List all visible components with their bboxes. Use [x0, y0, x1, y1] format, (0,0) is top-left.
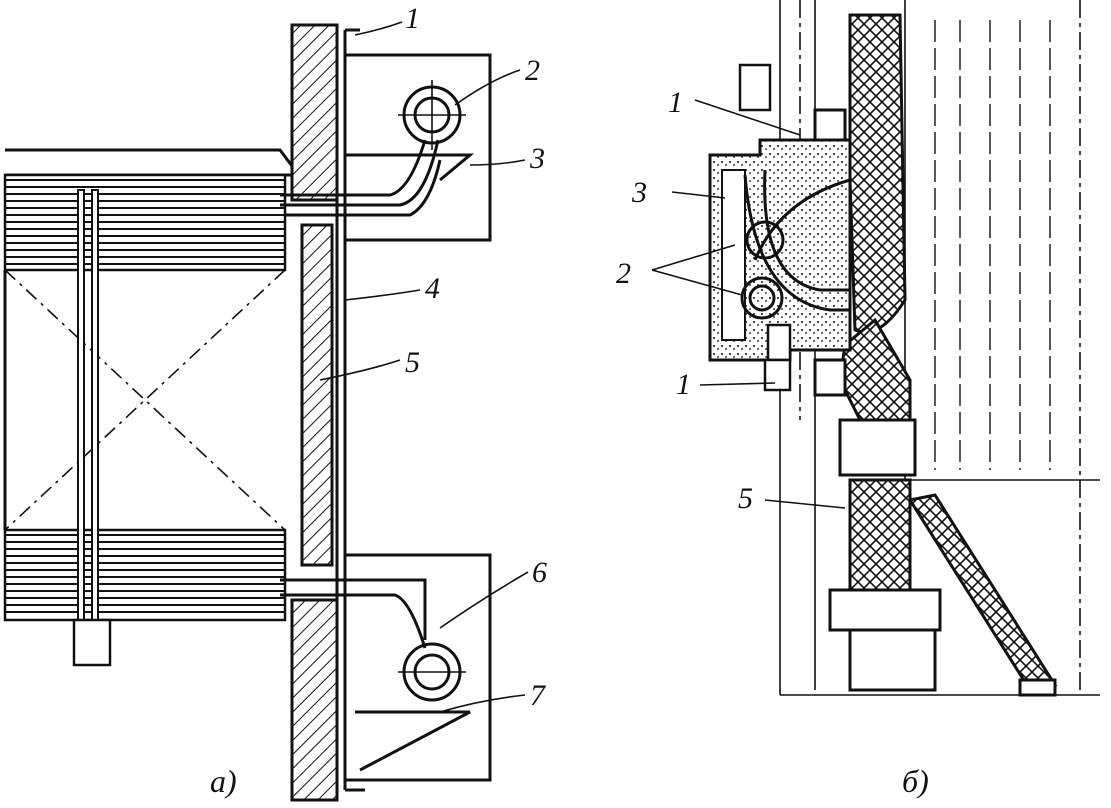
core-laminations: [5, 179, 285, 265]
upper-header-box: [280, 53, 492, 242]
caption-a: а): [210, 763, 237, 799]
leaders-a: [319, 21, 529, 713]
label-b-1-top: 1: [668, 86, 683, 119]
label-b-2: 2: [616, 257, 631, 290]
stator-core: [3, 148, 297, 667]
frame-wall: [290, 23, 365, 802]
label-a-2: 2: [525, 54, 540, 87]
insulation-b: [838, 13, 1058, 692]
label-a-1: 1: [405, 2, 420, 35]
blocks-b: [813, 108, 1057, 697]
caption-b: б): [902, 763, 929, 799]
label-a-3: 3: [529, 142, 545, 175]
label-b-5: 5: [738, 482, 753, 515]
label-b-3: 3: [631, 176, 647, 209]
label-b-1-bottom: 1: [676, 368, 691, 401]
lower-header-box: [280, 553, 492, 782]
panel-b: 1 3 2 1 5 б): [616, 0, 1100, 799]
label-a-4: 4: [425, 272, 440, 305]
label-a-5: 5: [405, 346, 420, 379]
leaders-b: [651, 99, 846, 509]
panel-a: 1 2 3 4 5 6 7 а): [3, 2, 547, 802]
label-a-7: 7: [530, 679, 547, 712]
core-laminations: [5, 534, 285, 613]
cooling-box-b: [708, 63, 852, 392]
rotor-bars: [934, 20, 1051, 470]
label-a-6: 6: [532, 556, 547, 589]
